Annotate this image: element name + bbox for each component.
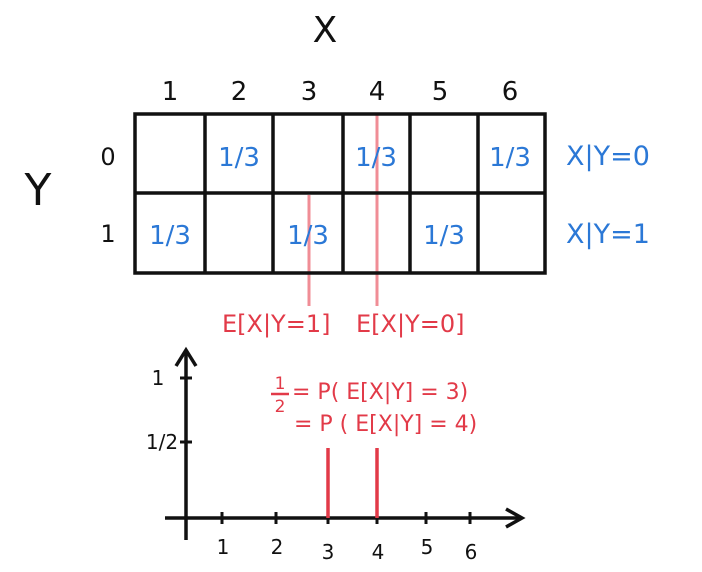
pmf-y-tick-label-1: 1 — [152, 366, 165, 390]
col-label-2: 2 — [231, 77, 248, 107]
cell-r0-c2: 1/3 — [218, 143, 260, 173]
probability-grid — [133, 112, 547, 275]
cells-row-1: 1/3 1/3 1/3 — [149, 221, 465, 251]
equation-fraction-denominator: 2 — [275, 397, 286, 417]
cells-row-0: 1/3 1/3 1/3 — [218, 143, 531, 173]
expectation-label-y0: E[X|Y=0] — [356, 310, 464, 338]
expectation-label-y1: E[X|Y=1] — [222, 310, 330, 338]
y-variable-label: Y — [24, 165, 52, 216]
col-label-6: 6 — [502, 77, 519, 107]
col-label-5: 5 — [432, 77, 449, 107]
pmf-x-tick-label-1: 1 — [217, 535, 230, 559]
equation-line-1: = P( E[X|Y] = 3) — [292, 380, 468, 405]
x-variable-label: X — [313, 10, 338, 51]
cell-r1-c3: 1/3 — [287, 221, 329, 251]
row-label-1: 1 — [100, 220, 115, 248]
row-annotation-y1: X|Y=1 — [566, 219, 650, 250]
col-label-3: 3 — [301, 77, 318, 107]
cell-r0-c4: 1/3 — [355, 143, 397, 173]
cell-r1-c5: 1/3 — [423, 221, 465, 251]
pmf-x-tick-label-6: 6 — [465, 540, 478, 564]
pmf-x-tick-label-2: 2 — [271, 535, 284, 559]
equation-fraction-numerator: 1 — [275, 374, 286, 394]
col-label-1: 1 — [162, 77, 179, 107]
pmf-y-arrowhead — [174, 346, 198, 367]
row-label-0: 0 — [100, 143, 115, 171]
row-annotation-y0: X|Y=0 — [566, 141, 650, 172]
cell-r0-c6: 1/3 — [489, 143, 531, 173]
col-label-4: 4 — [369, 77, 386, 107]
pmf-x-tick-label-5: 5 — [421, 535, 434, 559]
pmf-x-tick-label-3: 3 — [322, 540, 335, 564]
pmf-y-tick-label-half: 1/2 — [146, 430, 178, 454]
pmf-x-tick-label-4: 4 — [372, 540, 385, 564]
pmf-plot: 1 1/2 1 2 3 4 5 6 1 2 = P( E[X|Y] = 3) =… — [146, 346, 526, 564]
equation-line-2: = P ( E[X|Y] = 4) — [294, 412, 477, 437]
column-labels: 1 2 3 4 5 6 — [162, 77, 519, 107]
cell-r1-c1: 1/3 — [149, 221, 191, 251]
pmf-x-arrowhead — [505, 507, 526, 529]
